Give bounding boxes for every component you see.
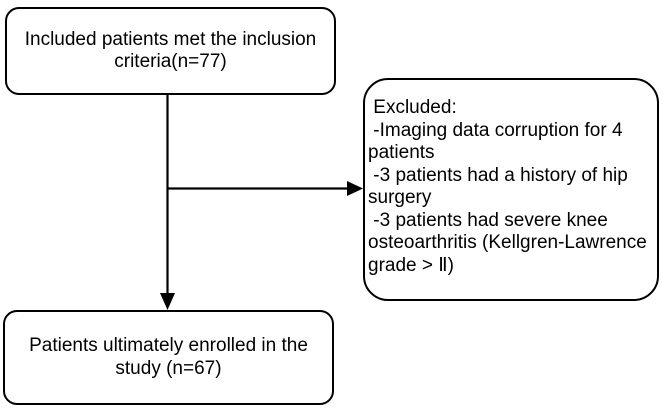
arrowhead-down-icon <box>160 293 175 310</box>
arrowhead-right-icon <box>347 181 363 196</box>
inclusion-criteria-box: Included patients met the inclusion crit… <box>5 7 336 95</box>
enrolled-patients-box: Patients ultimately enrolled in the stud… <box>3 310 334 405</box>
excluded-patients-box: Excluded: -Imaging data corruption for 4… <box>363 78 659 301</box>
